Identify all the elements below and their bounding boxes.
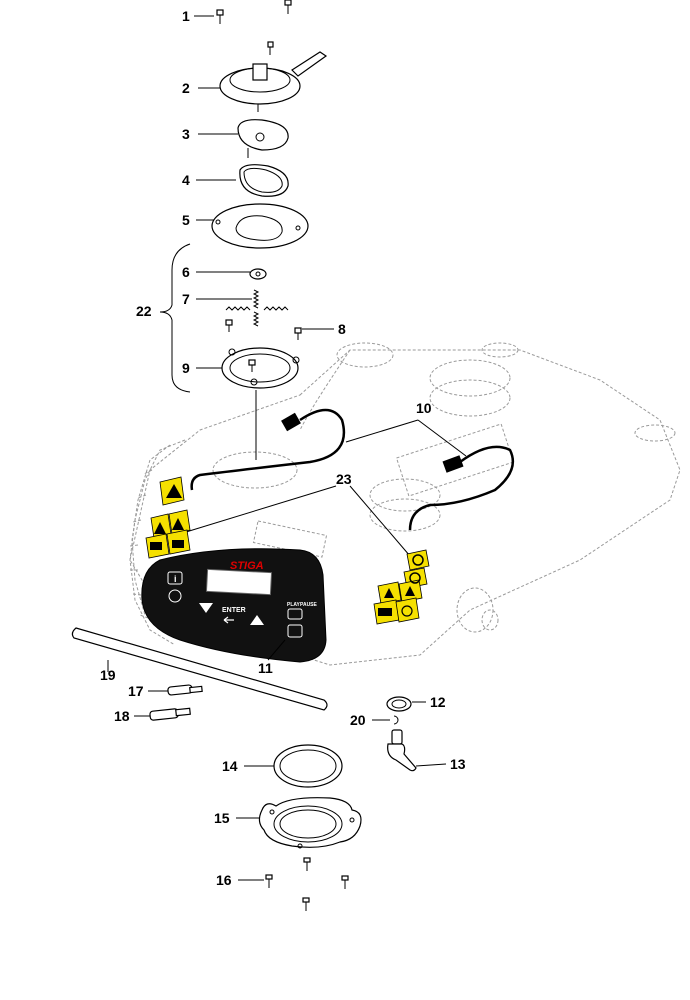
part-20-circlip [372, 715, 399, 725]
callout-9: 9 [182, 360, 190, 376]
svg-text:i: i [174, 574, 177, 584]
callout-20: 20 [350, 712, 366, 728]
part-18-pin [134, 707, 191, 721]
keypad-display [205, 568, 273, 596]
home-button [287, 624, 303, 638]
part-16-screws [238, 857, 349, 911]
callout-14: 14 [222, 758, 238, 774]
part-13-knob [387, 729, 447, 772]
enter-button: ENTER [222, 607, 246, 614]
callout-12: 12 [430, 694, 446, 710]
up-arrow-button [250, 615, 264, 625]
brand-logo: STIGA [230, 560, 264, 572]
callout-10: 10 [416, 400, 432, 416]
down-arrow-button [199, 603, 213, 613]
group-22-bracket [159, 243, 191, 393]
callout-labels: 1 2 3 4 5 6 7 8 9 10 11 12 13 14 15 16 1… [100, 8, 466, 888]
part-7-springs [196, 289, 289, 327]
part-3-cap [198, 119, 289, 158]
part-11-keypad-decal: STIGA i ENTER PLAY PAUSE [141, 548, 327, 663]
power-icon [168, 589, 182, 603]
callout-6: 6 [182, 264, 190, 280]
keypad-panel [141, 548, 327, 663]
part-14-seal-ring [244, 744, 343, 788]
callout-4: 4 [182, 172, 190, 188]
callout-7: 7 [182, 291, 190, 307]
pause-label: PAUSE [300, 602, 318, 608]
part-8-screws [225, 319, 334, 340]
callout-2: 2 [182, 80, 190, 96]
part-6-connector [196, 268, 267, 280]
callout-11: 11 [258, 660, 273, 676]
callout-1: 1 [182, 8, 190, 24]
callout-5: 5 [182, 212, 190, 228]
part-19-shaft [71, 627, 328, 711]
callout-18: 18 [114, 708, 130, 724]
callout-19: 19 [100, 667, 116, 683]
part-4-o-ring [196, 164, 289, 197]
part-2-display-plate [198, 41, 328, 112]
callout-16: 16 [216, 872, 232, 888]
part-23-warning-labels [145, 476, 430, 625]
part-9-mounting-ring [196, 347, 300, 460]
warning-label-right [373, 549, 430, 625]
part-10-cable-harness [190, 408, 515, 531]
info-button [167, 571, 183, 585]
warning-label-left [145, 476, 191, 559]
callout-8: 8 [338, 321, 346, 337]
callout-13: 13 [450, 756, 466, 772]
callout-22: 22 [136, 303, 152, 319]
part-15-flange [236, 797, 362, 849]
part-1-screw [194, 0, 292, 24]
callout-3: 3 [182, 126, 190, 142]
part-5-gasket-plate [196, 203, 309, 249]
enter-arrow-icon [223, 616, 234, 624]
play-pause-button [287, 608, 303, 620]
part-12-washer [386, 696, 426, 712]
play-label: PLAY [287, 602, 301, 608]
callout-17: 17 [128, 683, 144, 699]
part-17-pin [148, 684, 203, 696]
callout-15: 15 [214, 810, 230, 826]
callout-23: 23 [336, 471, 352, 487]
mower-body-outline [129, 342, 681, 666]
